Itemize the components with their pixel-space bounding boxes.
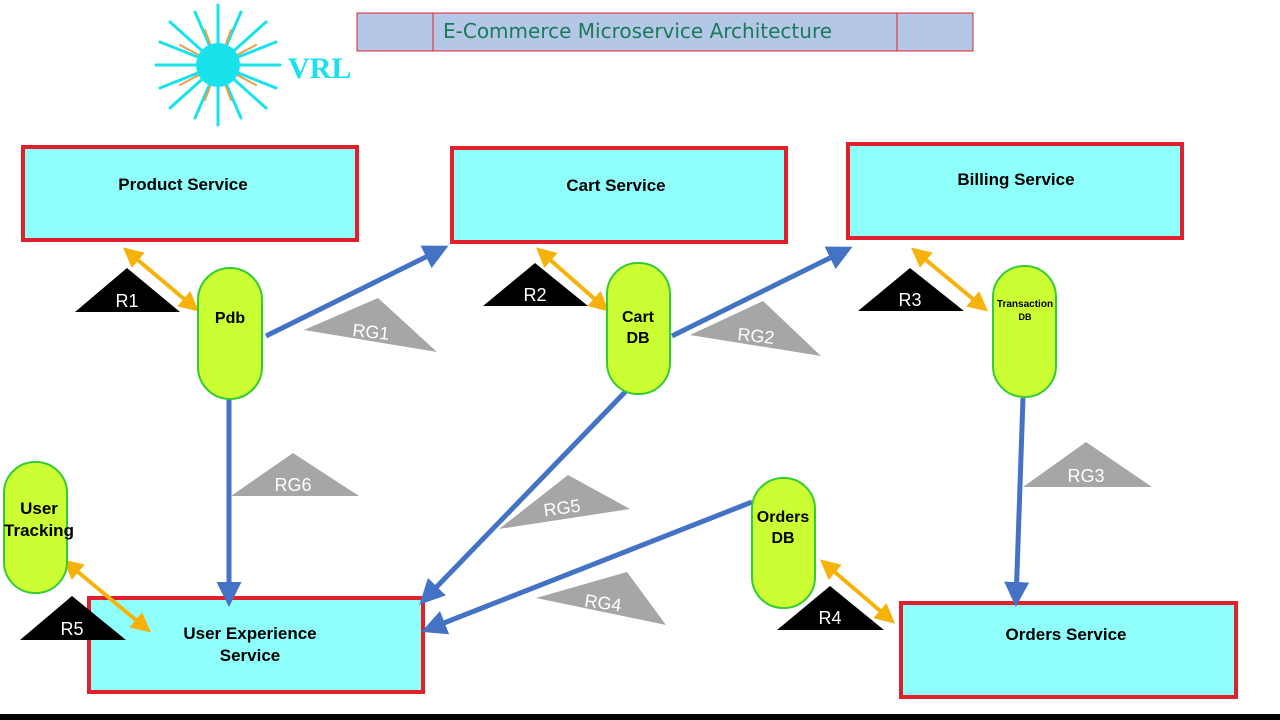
arrow-r1 [122,247,200,312]
vrl-logo: VRL [154,3,351,127]
relation-group-rg4: RG4 [536,572,666,625]
page-title: E-Commerce Microservice Architecture [443,19,832,43]
title-bar: E-Commerce Microservice Architecture [356,12,974,52]
orders-db-label-line1: Orders [757,509,810,526]
user-experience-service-label-line1: User Experience [183,624,316,643]
user-experience-service: User Experience Service [87,596,425,694]
orders-db-database: Orders DB [751,477,816,609]
relation-r5: R5 [20,596,126,640]
cart-db-database: Cart DB [606,262,671,395]
orange-arrows [62,247,989,633]
arrow-r4 [819,559,896,624]
arrow-r3 [910,247,989,312]
billing-service: Billing Service [846,142,1184,240]
arrow-cartdb-to-ux-service [419,386,631,605]
logo-text: VRL [288,52,351,85]
product-service-label: Product Service [118,175,247,194]
relation-group-rg1: RG1 [304,298,437,352]
user-tracking-database: User Tracking [3,461,74,594]
relation-group-rg6: RG6 [231,453,359,496]
relation-group-rg5: RG5 [499,475,630,529]
arrow-ordersdb-to-ux-service [421,499,753,635]
user-tracking-label-line1: User [20,499,58,518]
relation-group-rg3: RG3 [1023,442,1152,487]
arrow-r2 [535,247,610,312]
relation-group-rg2: RG2 [690,301,821,356]
relation-r2: R2 [483,263,588,306]
arrow-pdb-to-cart-service [264,245,449,339]
pdb-database: Pdb [197,267,263,400]
relation-r1: R1 [75,268,180,312]
relation-group-rg4-label: RG4 [583,591,622,616]
orders-service: Orders Service [899,601,1238,699]
pdb-label: Pdb [215,310,245,327]
transaction-db-label-line1: Transaction [997,299,1053,310]
cart-service-label: Cart Service [566,176,665,195]
relation-r3-label: R3 [898,290,921,310]
user-tracking-label-line2: Tracking [4,521,74,540]
relation-r4-label: R4 [818,608,841,628]
cart-db-label-line2: DB [626,330,649,347]
bottom-border-bar [0,714,1280,720]
relation-r2-label: R2 [523,285,546,305]
arrow-transactiondb-to-orders-service [1004,397,1030,607]
relation-group-rg6-label: RG6 [274,475,311,495]
cart-db-label-line1: Cart [622,309,655,326]
relation-r1-label: R1 [115,291,138,311]
user-experience-service-label-line2: Service [220,646,281,665]
relation-r4: R4 [777,586,884,630]
product-service: Product Service [21,145,359,242]
transaction-db-label-line2: DB [1019,312,1032,322]
blue-arrows [216,245,1030,635]
transaction-db-database: Transaction DB [992,265,1057,398]
arrow-cartdb-to-billing-service [670,246,853,339]
relation-r3: R3 [858,268,964,311]
relation-group-rg1-label: RG1 [352,320,391,344]
orders-db-label-line2: DB [771,530,794,547]
arrow-r5 [62,559,152,633]
orders-service-label: Orders Service [1006,625,1127,644]
cart-service: Cart Service [450,146,788,244]
relation-r5-label: R5 [60,619,83,639]
billing-service-label: Billing Service [957,170,1074,189]
relation-group-rg2-label: RG2 [737,324,776,348]
relation-group-rg3-label: RG3 [1067,466,1104,486]
